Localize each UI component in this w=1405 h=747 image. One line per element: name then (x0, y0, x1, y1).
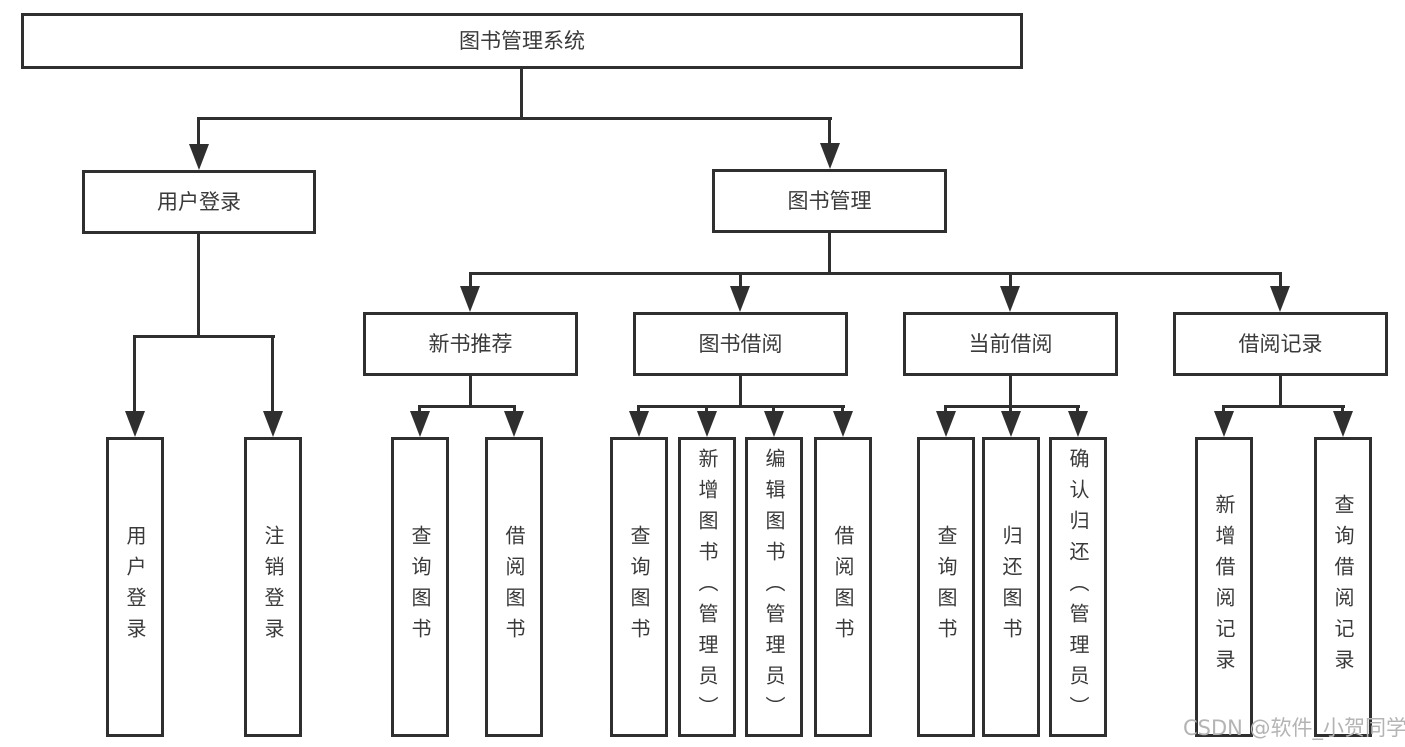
leaf-user-login: 用户登录 (106, 437, 164, 737)
connector-line (133, 336, 136, 419)
connector-line (1222, 405, 1345, 408)
leaf-current-confirm-return-admin: 确认归还（管理员） (1049, 437, 1107, 737)
connector-line (418, 405, 516, 408)
arrow-down-icon (1270, 286, 1290, 312)
arrow-down-icon (1068, 411, 1088, 437)
node-current-borrow: 当前借阅 (903, 312, 1118, 376)
leaf-recommend-query-books: 查询图书 (391, 437, 449, 737)
leaf-current-return-books: 归还图书 (982, 437, 1040, 737)
connector-line (1279, 273, 1282, 289)
csdn-watermark: CSDN @软件_小贺同学 (1183, 716, 1405, 740)
connector-line (739, 376, 742, 407)
connector-line (828, 233, 831, 274)
connector-line (469, 273, 472, 289)
connector-line (197, 118, 200, 148)
leaf-borrow-edit-books-admin: 编辑图书（管理员） (745, 437, 803, 737)
leaf-recommend-borrow-books: 借阅图书 (485, 437, 543, 737)
arrow-down-icon (504, 411, 524, 437)
node-book-management-label: 图书管理 (787, 188, 872, 213)
arrow-down-icon (629, 411, 649, 437)
connector-line (1009, 273, 1012, 289)
connector-line (197, 234, 200, 338)
arrow-down-icon (820, 143, 840, 169)
node-user-login: 用户登录 (82, 170, 316, 234)
arrow-down-icon (189, 144, 209, 170)
connector-line (133, 335, 275, 338)
node-borrow-records-label: 借阅记录 (1238, 331, 1323, 356)
connector-line (271, 336, 274, 419)
node-root: 图书管理系统 (21, 13, 1023, 69)
leaf-records-query-record: 查询借阅记录 (1314, 437, 1372, 737)
leaf-current-query-books: 查询图书 (917, 437, 975, 737)
arrow-down-icon (1333, 411, 1353, 437)
arrow-down-icon (410, 411, 430, 437)
node-user-login-label: 用户登录 (157, 189, 241, 214)
node-borrow-records: 借阅记录 (1173, 312, 1388, 376)
leaf-logout: 注销登录 (244, 437, 302, 737)
node-current-borrow-label: 当前借阅 (968, 331, 1053, 356)
connector-line (469, 376, 472, 407)
connector-line (637, 405, 845, 408)
connector-line (739, 273, 742, 289)
arrow-down-icon (764, 411, 784, 437)
arrow-down-icon (833, 411, 853, 437)
node-new-book-recommend: 新书推荐 (363, 312, 578, 376)
connector-line (1279, 376, 1282, 407)
leaf-borrow-add-books-admin: 新增图书（管理员） (678, 437, 736, 737)
node-root-label: 图书管理系统 (459, 28, 585, 53)
arrow-down-icon (263, 411, 283, 437)
arrow-down-icon (1214, 411, 1234, 437)
node-new-book-recommend-label: 新书推荐 (428, 331, 513, 356)
connector-line (197, 117, 832, 120)
connector-line (520, 69, 523, 119)
arrow-down-icon (125, 411, 145, 437)
connector-line (1009, 376, 1012, 407)
node-book-borrow: 图书借阅 (633, 312, 848, 376)
arrow-down-icon (460, 286, 480, 312)
leaf-borrow-query-books: 查询图书 (610, 437, 668, 737)
node-book-borrow-label: 图书借阅 (698, 331, 783, 356)
arrow-down-icon (697, 411, 717, 437)
arrow-down-icon (1001, 411, 1021, 437)
arrow-down-icon (1000, 286, 1020, 312)
arrow-down-icon (936, 411, 956, 437)
connector-line (469, 272, 1282, 275)
arrow-down-icon (730, 286, 750, 312)
leaf-records-add-record: 新增借阅记录 (1195, 437, 1253, 737)
leaf-borrow-borrow-books: 借阅图书 (814, 437, 872, 737)
node-book-management: 图书管理 (712, 169, 947, 233)
connector-line (828, 118, 831, 148)
connector-line (944, 405, 1080, 408)
